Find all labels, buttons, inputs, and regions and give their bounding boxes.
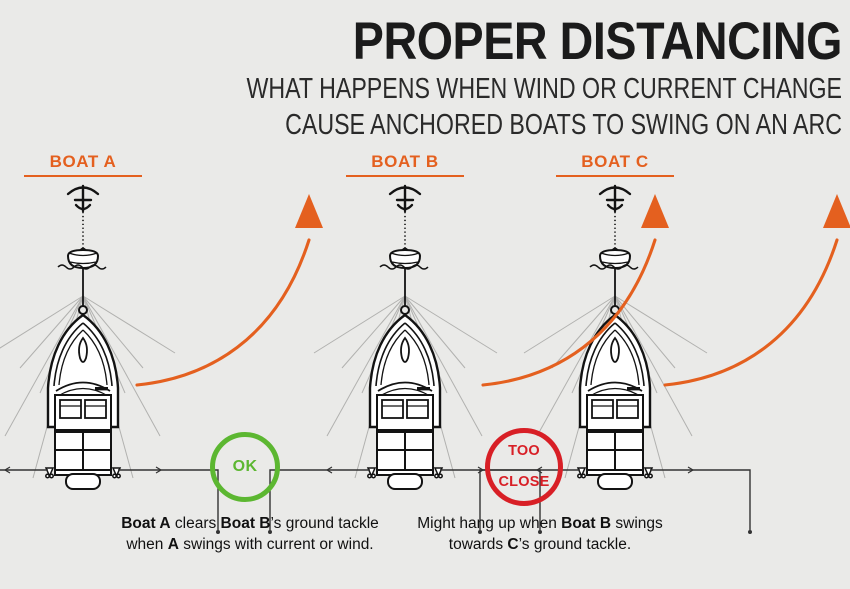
status-badge-too-close-label: TOO CLOSE — [499, 444, 550, 489]
swing-arrow-c — [663, 192, 850, 387]
too-close-line-1: TOO — [508, 443, 540, 460]
boat-label-b: BOAT B — [330, 152, 480, 177]
too-close-line-2: CLOSE — [498, 473, 550, 490]
boat-group-a — [0, 184, 222, 536]
boat-label-b-text: BOAT B — [371, 152, 439, 171]
caption-left: Boat A clears Boat B’s ground tackle whe… — [121, 515, 379, 553]
status-badge-too-close: TOO CLOSE — [485, 428, 563, 506]
swing-arrow-a — [135, 192, 325, 387]
boat-label-a-text: BOAT A — [49, 152, 117, 171]
caption-right: Might hang up when Boat B swings towards… — [417, 515, 663, 553]
boat-label-c-text: BOAT C — [581, 152, 649, 171]
boat-label-b-rule — [346, 175, 464, 177]
status-badge-ok: OK — [210, 432, 280, 502]
boat-label-a-rule — [24, 175, 142, 177]
boat-label-c-rule — [556, 175, 674, 177]
boat-label-c: BOAT C — [540, 152, 690, 177]
status-badge-ok-label: OK — [232, 457, 258, 475]
boat-label-a: BOAT A — [8, 152, 158, 177]
